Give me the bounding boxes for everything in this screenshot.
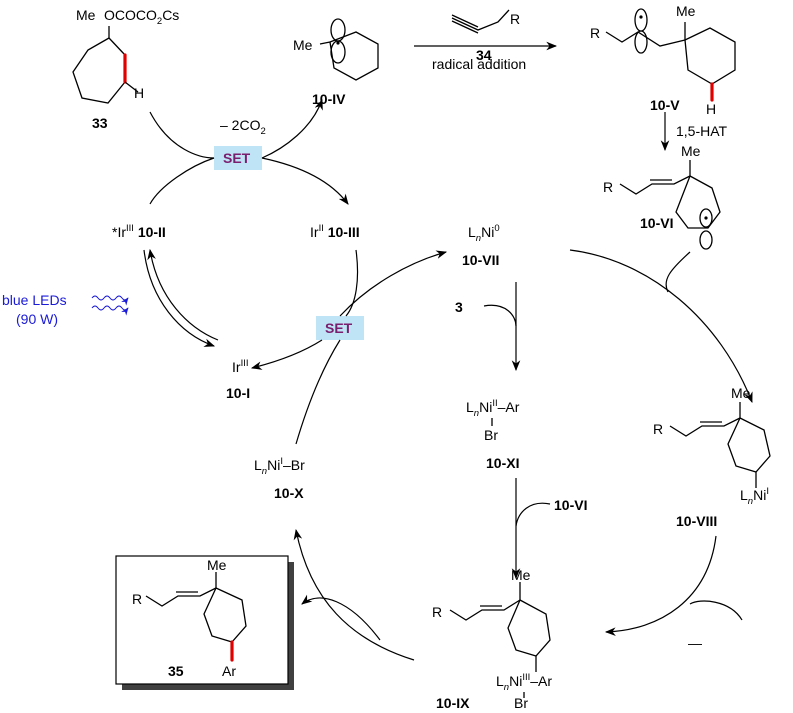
compound-33: Me OCOCO2Cs H 33	[72, 7, 179, 131]
compound-33-label: 33	[92, 115, 108, 131]
arrow-set-to-10-I	[250, 339, 323, 370]
compound-10-XI-label: 10-XI	[486, 455, 519, 471]
reagent-3-label: 3	[455, 299, 463, 315]
light-power-label: (90 W)	[16, 311, 58, 327]
arbr-curve	[689, 600, 743, 621]
bromide-label: Br	[484, 427, 498, 443]
hat-label: 1,5-HAT	[676, 123, 728, 139]
arrow-to-product	[301, 594, 381, 641]
arrow-to-10-X	[293, 528, 415, 661]
methyl-label: Me	[681, 143, 701, 159]
cycle-arc-to-10-II	[149, 157, 215, 205]
ni-10-X: LnNiI–Br	[254, 456, 305, 477]
compound-10-X-label: 10-X	[274, 485, 304, 501]
r-group-label: R	[510, 11, 520, 27]
methyl-label: Me	[511, 567, 531, 583]
r-group-label: R	[653, 421, 663, 437]
compound-10-IX: R Me LnNiIII–Ar Br 10-IX	[432, 567, 552, 711]
compound-10-VIII: R Me LnNiI 10-VIII	[653, 385, 771, 529]
hydrogen-label: H	[706, 101, 716, 117]
arc-10-III-to-set	[345, 249, 359, 317]
ni-10-XI: LnNiII–Ar	[466, 398, 520, 419]
ir-10-I: IrIII	[232, 358, 248, 375]
reagent-10-VI-label: 10-VI	[554, 497, 587, 513]
compound-10-VII-label: 10-VII	[462, 252, 499, 268]
reagent-10-VI-curve	[515, 502, 551, 527]
ir-10-III: IrII 10-III	[310, 223, 360, 240]
r-group-label: R	[132, 591, 142, 607]
ni-label: LnNiIII–Ar	[496, 672, 552, 693]
arrow-set-to-10-VII	[339, 250, 448, 317]
compound-10-IX-label: 10-IX	[436, 695, 470, 711]
arrow-to-10-IX	[604, 535, 717, 636]
set-badge-middle: SET	[316, 316, 364, 340]
methyl-label: Me	[731, 385, 751, 401]
compound-10-IV-label: 10-IV	[312, 91, 346, 107]
compound-10-V-label: 10-V	[650, 97, 680, 113]
co2-label: – 2CO2	[220, 117, 266, 137]
radical-addition-label: radical addition	[432, 56, 526, 72]
ir-10-I-label: 10-I	[226, 385, 250, 401]
aryl-bromide: —	[688, 635, 702, 651]
light-forward-arrow	[143, 249, 216, 347]
compound-10-VIII-label: 10-VIII	[676, 513, 717, 529]
compound-34: R 34	[451, 9, 520, 63]
svg-text:SET: SET	[223, 150, 251, 166]
compound-10-IV: Me 10-IV	[293, 18, 379, 107]
methyl-label: Me	[293, 37, 313, 53]
arrow-to-10-IV	[261, 98, 323, 159]
methyl-label: Me	[76, 7, 96, 23]
r-group-label: R	[590, 25, 600, 41]
aryl-label: Ar	[222, 663, 236, 679]
svg-text:SET: SET	[325, 320, 353, 336]
cycle-arc-33	[149, 111, 215, 159]
ni-10-VII: LnNi0	[468, 223, 500, 244]
radical-join-curve	[665, 251, 691, 293]
arc-10-X-to-set	[295, 339, 341, 445]
r-group-label: R	[432, 604, 442, 620]
light-wave-2	[91, 305, 129, 316]
light-source-label: blue LEDs	[2, 292, 67, 308]
r-group-label: R	[603, 179, 613, 195]
set-badge-top: SET	[214, 146, 262, 170]
light-reverse-arrow	[147, 248, 219, 341]
compound-10-VI: R Me 10-VI	[603, 143, 721, 250]
arrow-to-10-III	[261, 157, 349, 205]
compound-10-V: R Me H 10-V	[590, 3, 736, 117]
ester-label: OCOCO2Cs	[104, 7, 179, 27]
methyl-label: Me	[676, 3, 696, 19]
arrow-to-10-VIII	[569, 249, 753, 404]
bromide-label: Br	[514, 695, 528, 711]
hydrogen-label: H	[134, 85, 144, 101]
methyl-label: Me	[207, 557, 227, 573]
light-wave-1	[91, 295, 129, 306]
compound-10-VI-label: 10-VI	[640, 215, 673, 231]
product-35-box: R Me Ar 35	[115, 555, 294, 690]
ni-label: LnNiI	[740, 486, 769, 507]
compound-35-label: 35	[168, 663, 184, 679]
reagent-3-curve	[483, 304, 517, 327]
compound-34-label: 34	[476, 47, 492, 63]
ir-10-II: *IrIII 10-II	[112, 223, 166, 240]
